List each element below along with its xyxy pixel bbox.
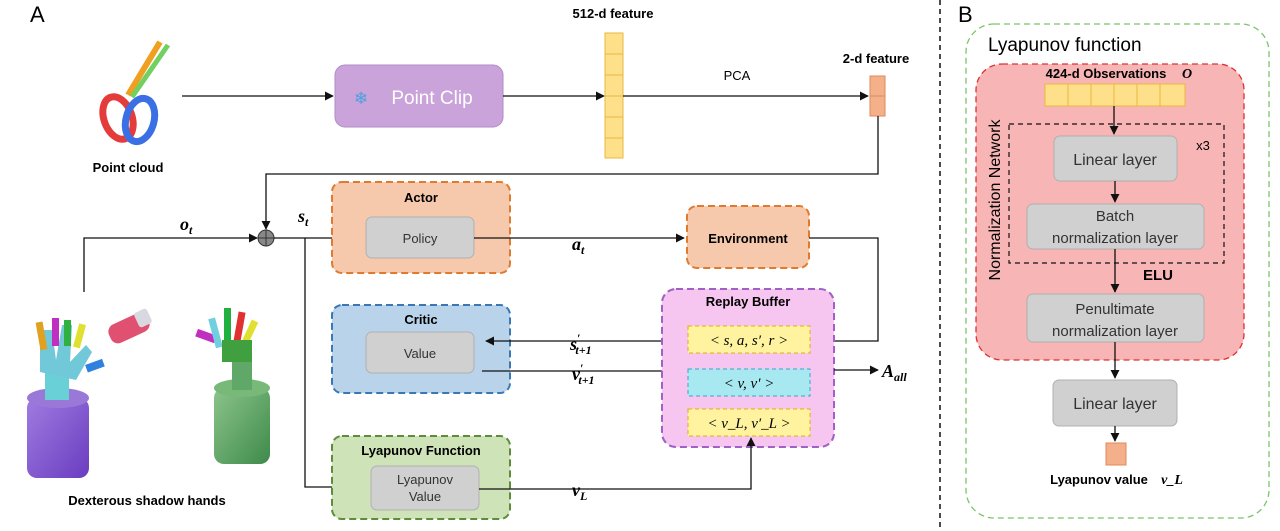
buffer-row-lyapunov (687, 408, 811, 437)
object-cylinder-image (108, 308, 152, 344)
snowflake-icon: ❄ (354, 89, 368, 108)
elu-label: ELU (1143, 267, 1173, 284)
lyapunov-output-square (1105, 442, 1127, 466)
lyapunov-function-title: Lyapunov Function (361, 443, 480, 458)
arrow-feature-to-merge (261, 116, 879, 230)
arrow-obs-to-merge (83, 233, 258, 292)
environment-box (686, 205, 810, 269)
panel-b-label: B (958, 2, 973, 27)
observations-symbol: O (1182, 67, 1192, 82)
s-next-label: s′t+1 (569, 331, 592, 357)
panel-b-title: Lyapunov function (988, 35, 1142, 56)
buffer-row-values-text: < v, v′ > (724, 376, 775, 392)
linear-layer-2-label: Linear layer (1073, 396, 1157, 413)
point-cloud-caption: Point cloud (93, 160, 164, 175)
actor-title: Actor (404, 190, 438, 205)
buffer-row-lyapunov-text: < v_L, v′_L > (707, 416, 790, 432)
a-t-label: at (572, 234, 585, 257)
arrow-env-to-buffer (805, 237, 879, 346)
linear-layer-1-label: Linear layer (1073, 152, 1157, 169)
penultimate-norm-line2: normalization layer (1052, 323, 1178, 340)
repeat-label: x3 (1196, 138, 1210, 153)
lyapunov-value-line1: Lyapunov (397, 472, 453, 487)
penultimate-norm-line1: Penultimate (1075, 301, 1154, 318)
replay-buffer-title: Replay Buffer (706, 294, 791, 309)
feature-2-column (869, 75, 886, 117)
pca-label: PCA (724, 68, 751, 83)
critic-title: Critic (404, 312, 437, 327)
panel-a-label: A (30, 2, 45, 27)
batch-norm-line1: Batch (1096, 208, 1134, 225)
feature-512-label: 512-d feature (573, 6, 654, 21)
output-symbol: v_L (1161, 473, 1183, 488)
v-next-label: v′t+1 (572, 361, 595, 387)
normalization-network-label: Normalization Network (987, 119, 1004, 281)
buffer-row-transition-text: < s, a, s′, r > (710, 333, 789, 349)
buffer-row-transition (687, 325, 811, 354)
policy-label: Policy (403, 231, 438, 246)
environment-label: Environment (708, 231, 788, 246)
hands-caption: Dexterous shadow hands (68, 493, 225, 508)
v-l-label: vL (572, 480, 587, 503)
merge-node (257, 229, 275, 247)
lyapunov-outer-box (965, 23, 1270, 519)
shadow-hand-right-image (195, 308, 270, 464)
s-t-label: st (297, 206, 309, 229)
o-t-label: ot (180, 214, 193, 237)
batch-norm-line2: normalization layer (1052, 230, 1178, 247)
shadow-hand-left-image (27, 318, 105, 478)
value-label: Value (404, 346, 436, 361)
observations-label: 424-d Observations (1046, 66, 1167, 81)
a-all-label: Aall (881, 361, 907, 384)
feature-512-column (604, 32, 624, 159)
output-label: Lyapunov value (1050, 472, 1148, 487)
arrow-lyapunov-to-buffer (479, 437, 756, 490)
scissors-point-cloud-image (99, 40, 171, 146)
lyapunov-value-box (370, 465, 480, 511)
observations-vector (1044, 83, 1186, 107)
lyapunov-value-line2: Value (409, 489, 441, 504)
value-box (365, 331, 475, 374)
point-clip-label: Point Clip (391, 88, 472, 109)
buffer-row-values (687, 368, 811, 397)
feature-2-label: 2-d feature (843, 51, 909, 66)
repeat-block (1008, 123, 1225, 264)
